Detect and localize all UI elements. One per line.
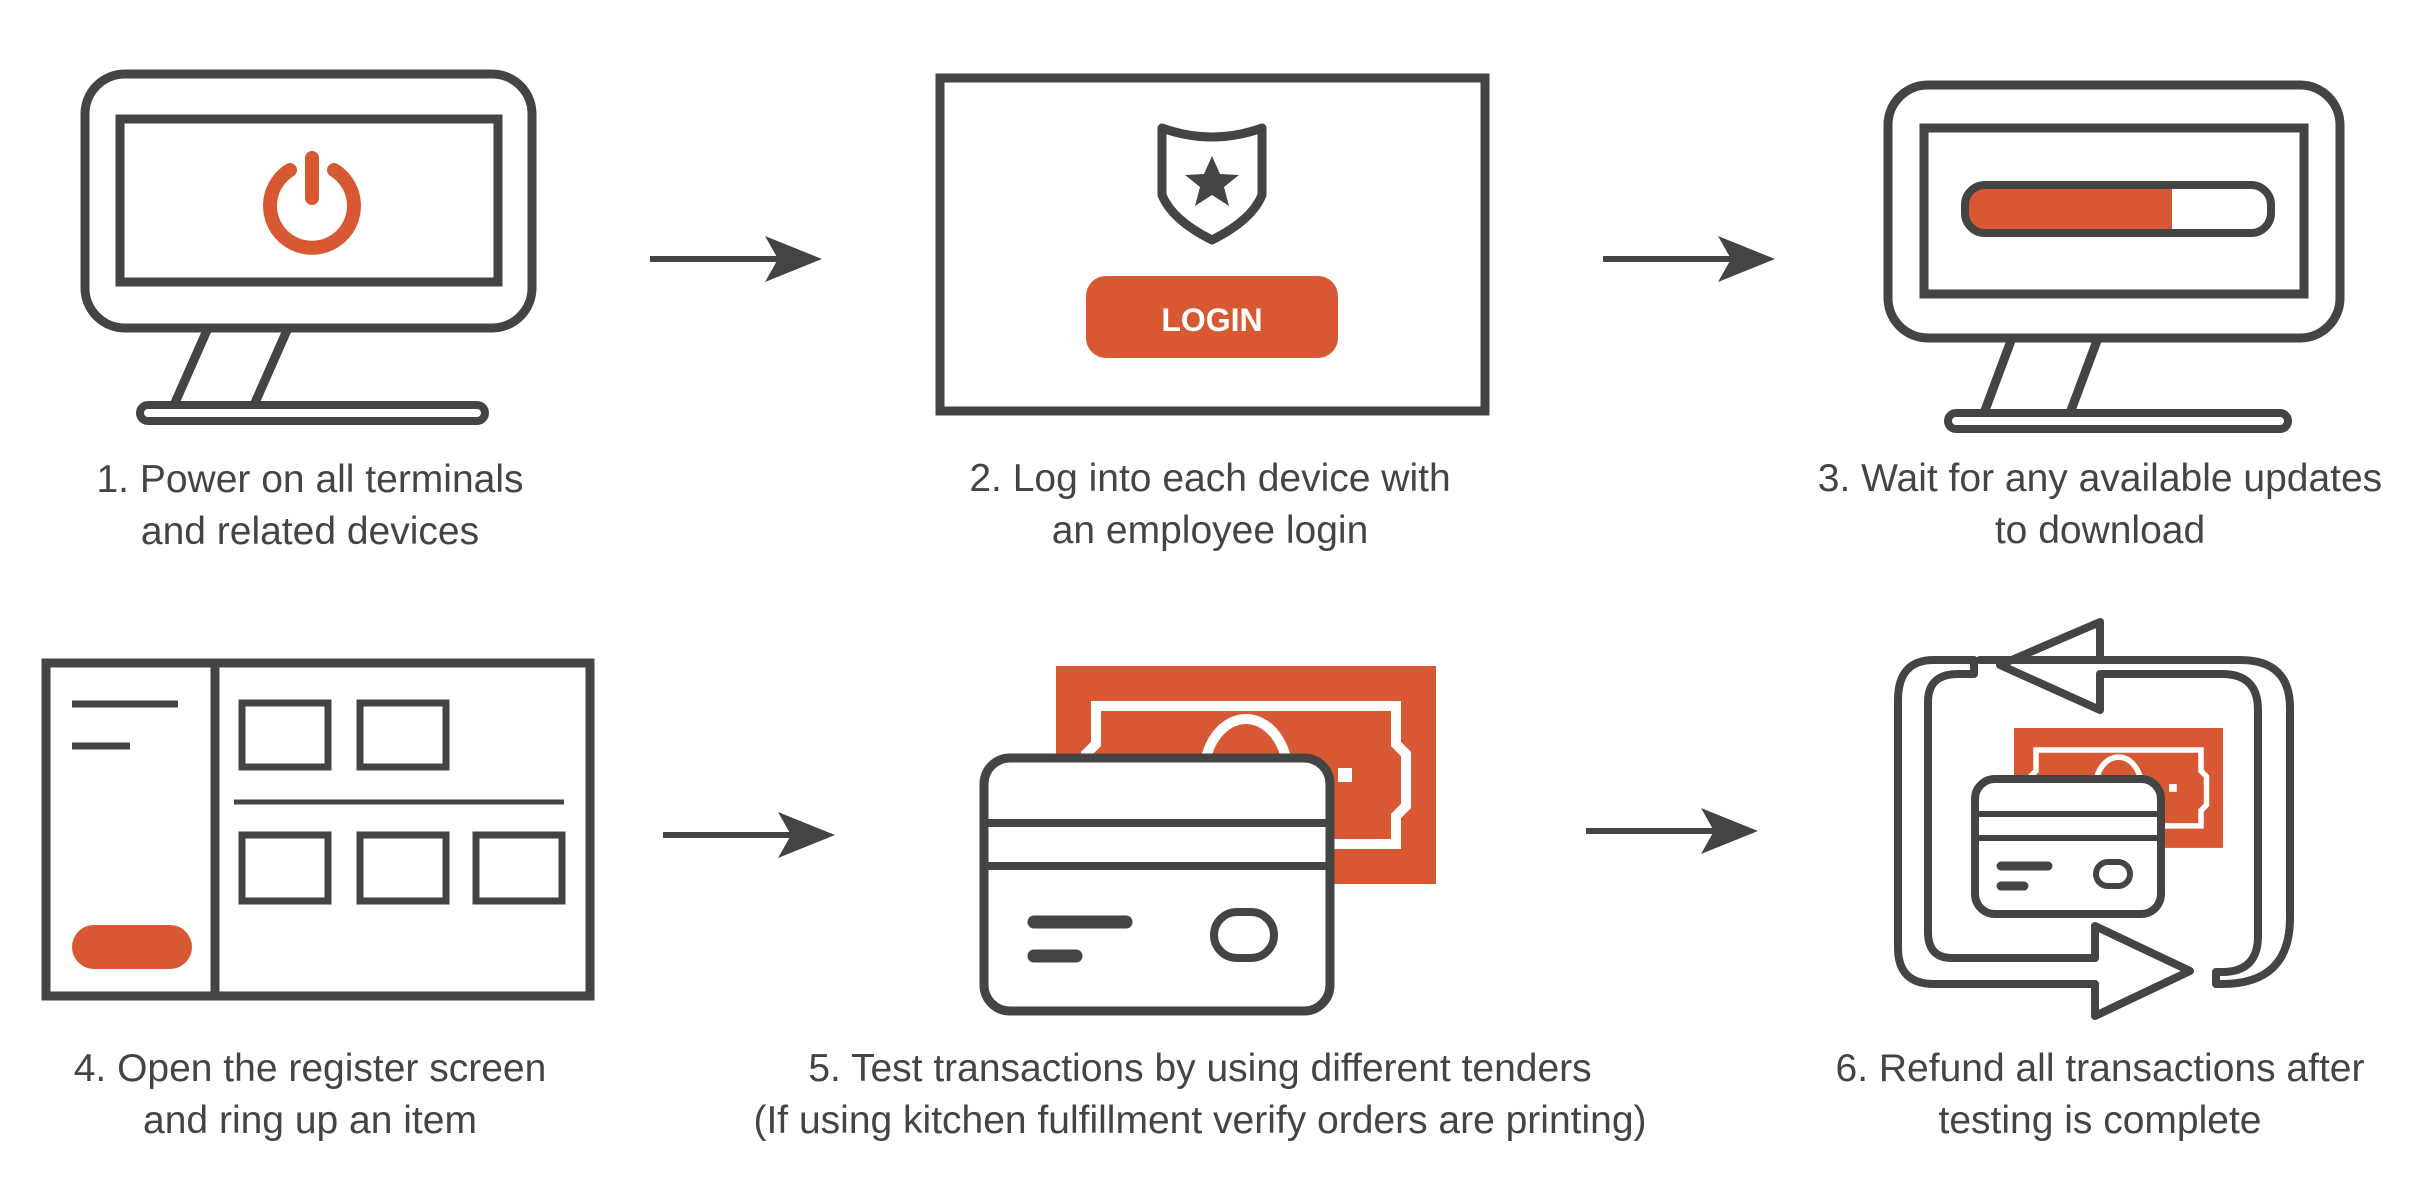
arrow-icon [663,812,835,858]
step-5-caption-line-2: (If using kitchen fulfillment verify ord… [753,1099,1647,1142]
step-1-caption-line-2: and related devices [140,510,480,553]
card-and-cash-icon [979,666,1436,1016]
progress-bar-fill [1968,188,2172,230]
arrow-icon [1603,236,1775,282]
step-3-caption: 3. Wait for any available updates to dow… [1800,453,2400,557]
step-6-caption-line-2: testing is complete [1938,1099,2262,1142]
login-button-label: LOGIN [1161,302,1262,338]
step-2-caption-line-1: 2. Log into each device with [969,457,1451,500]
step-4-caption-line-1: 4. Open the register screen [73,1047,547,1090]
monitor-progress-icon [1883,80,2345,433]
step-2-caption-line-2: an employee login [1051,509,1369,552]
step-1-caption-line-1: 1. Power on all terminals [96,458,524,501]
step-5-caption-line-1: 5. Test transactions by using different … [808,1047,1592,1090]
step-6-caption-line-1: 6. Refund all transactions after [1835,1047,2365,1090]
step-5-caption: 5. Test transactions by using different … [700,1043,1700,1147]
step-4-caption-line-2: and ring up an item [143,1099,477,1142]
step-6-caption: 6. Refund all transactions after testing… [1800,1043,2400,1147]
refund-cycle-icon [1894,618,2294,1020]
register-screen-icon [41,658,595,1001]
step-3-caption-line-2: to download [1994,509,2206,552]
step-3-caption-line-1: 3. Wait for any available updates [1817,457,2383,500]
power-icon [263,151,361,255]
login-screen-icon: LOGIN [935,73,1490,416]
monitor-power-icon [80,69,537,425]
step-1-caption: 1. Power on all terminals and related de… [60,454,560,558]
step-2-caption: 2. Log into each device with an employee… [930,453,1490,557]
step-4-caption: 4. Open the register screen and ring up … [50,1043,570,1147]
login-button: LOGIN [1086,276,1338,358]
arrow-icon [650,236,822,282]
arrow-icon [1586,808,1758,854]
progress-bar [1961,181,2275,237]
shield-star-icon [1157,123,1267,245]
